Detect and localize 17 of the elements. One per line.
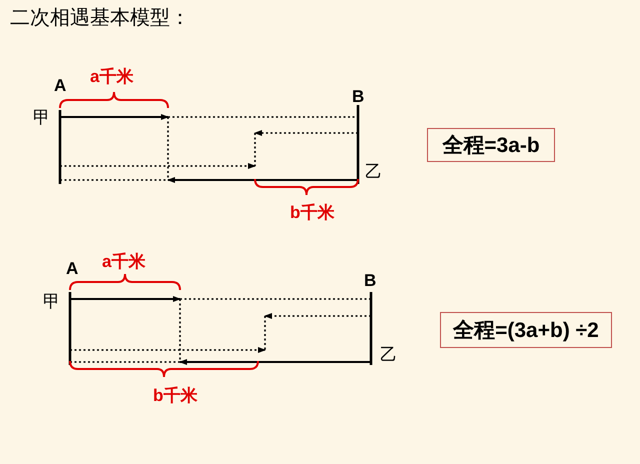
distance-label: b千米 — [290, 204, 334, 221]
point-label: A — [66, 260, 78, 277]
title: 二次相遇基本模型： — [10, 8, 190, 28]
person-label: 甲 — [43, 293, 60, 310]
point-label: B — [364, 272, 376, 289]
person-label: 甲 — [33, 109, 50, 126]
person-label: 乙 — [380, 346, 397, 363]
distance-label: b千米 — [153, 387, 198, 404]
point-label: B — [352, 88, 364, 105]
formula: 全程=(3a+b) ÷2 — [453, 318, 599, 344]
point-label: A — [54, 77, 66, 94]
person-label: 乙 — [365, 163, 382, 180]
distance-label: a千米 — [90, 68, 134, 85]
formula-box — [427, 128, 555, 162]
distance-label: a千米 — [102, 253, 146, 270]
formula: 全程=3a-b — [442, 133, 540, 159]
formula-box — [440, 312, 612, 348]
